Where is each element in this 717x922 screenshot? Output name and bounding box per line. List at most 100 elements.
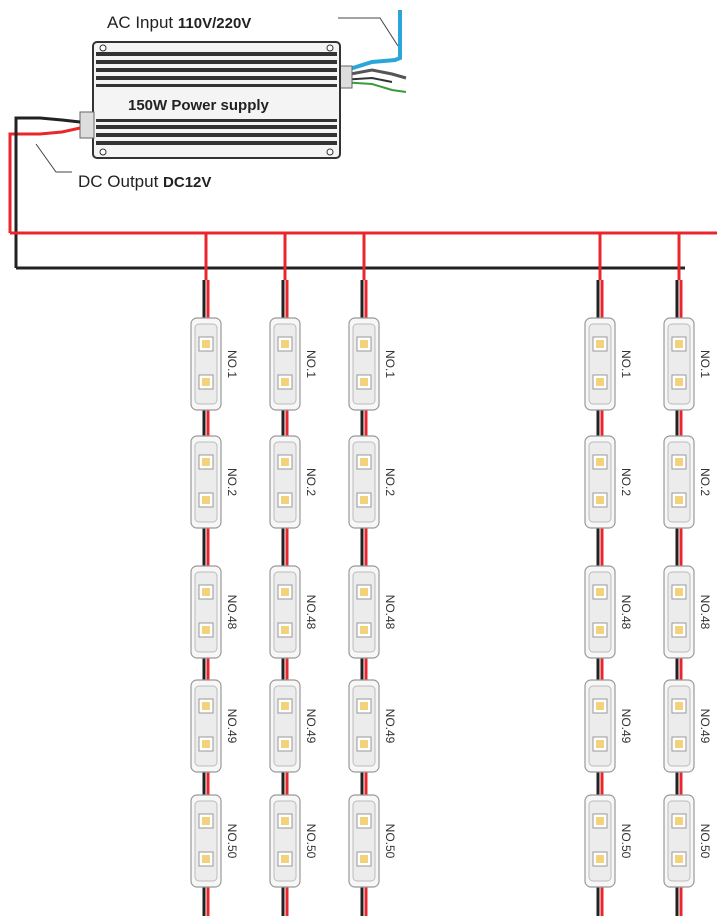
- dc-output-value: DC12V: [163, 174, 211, 191]
- led-chip-emitter: [360, 588, 368, 596]
- led-module: NO.1: [190, 317, 239, 411]
- led-chip-emitter: [281, 458, 289, 466]
- led-module: NO.2: [348, 435, 397, 529]
- led-module-number: NO.49: [383, 709, 397, 744]
- led-chip-emitter: [675, 702, 683, 710]
- led-chip-emitter: [360, 458, 368, 466]
- led-module-lens: [194, 323, 218, 405]
- ac-leader-line: [338, 17, 399, 47]
- led-module-lens: [352, 571, 376, 653]
- led-module-number: NO.1: [619, 350, 633, 378]
- led-chip-emitter: [675, 340, 683, 348]
- led-module-number: NO.2: [698, 468, 712, 496]
- led-module-number: NO.48: [304, 595, 318, 630]
- ac-input-label: AC Input: [107, 13, 173, 32]
- led-module-lens: [352, 800, 376, 882]
- led-module-number: NO.1: [383, 350, 397, 378]
- svg-text:AC Input 110V/220V: AC Input 110V/220V: [107, 13, 251, 32]
- led-chip-emitter: [596, 855, 604, 863]
- led-module-lens: [352, 685, 376, 767]
- led-module: NO.48: [190, 565, 239, 659]
- led-chip-emitter: [675, 588, 683, 596]
- dc-leader-line: [35, 143, 72, 173]
- led-chip-emitter: [360, 626, 368, 634]
- led-module-number: NO.1: [698, 350, 712, 378]
- power-supply-unit: 150W Power supply: [92, 41, 341, 159]
- led-chip-emitter: [202, 588, 210, 596]
- led-module-lens: [273, 571, 297, 653]
- ac-input-wires: [335, 10, 407, 93]
- led-chip-emitter: [360, 817, 368, 825]
- led-module: NO.48: [584, 565, 633, 659]
- dc-output-label: DC Output: [78, 172, 159, 191]
- led-module: NO.49: [190, 679, 239, 773]
- led-module-lens: [352, 323, 376, 405]
- led-module: NO.50: [584, 794, 633, 888]
- led-chip-emitter: [202, 740, 210, 748]
- led-chip-emitter: [202, 340, 210, 348]
- led-module: NO.2: [663, 435, 712, 529]
- led-module-number: NO.49: [698, 709, 712, 744]
- led-module-lens: [273, 800, 297, 882]
- led-module: NO.1: [663, 317, 712, 411]
- led-module-lens: [194, 685, 218, 767]
- led-module-number: NO.48: [619, 595, 633, 630]
- led-chip-emitter: [281, 378, 289, 386]
- led-chip-emitter: [360, 702, 368, 710]
- led-chip-emitter: [281, 588, 289, 596]
- ac-input-value: 110V/220V: [178, 15, 251, 32]
- led-module-lens: [588, 800, 612, 882]
- led-chip-emitter: [281, 340, 289, 348]
- led-module-lens: [667, 441, 691, 523]
- power-supply-label: 150W Power supply: [128, 97, 270, 114]
- led-module-number: NO.49: [619, 709, 633, 744]
- led-chip-emitter: [360, 378, 368, 386]
- led-module: NO.2: [190, 435, 239, 529]
- led-module: NO.48: [269, 565, 318, 659]
- led-module: NO.49: [348, 679, 397, 773]
- led-chip-emitter: [360, 740, 368, 748]
- led-chip-emitter: [202, 458, 210, 466]
- led-module-lens: [667, 800, 691, 882]
- led-chip-emitter: [596, 588, 604, 596]
- led-module-number: NO.2: [304, 468, 318, 496]
- led-module: NO.1: [348, 317, 397, 411]
- led-chip-emitter: [360, 496, 368, 504]
- led-module: NO.48: [348, 565, 397, 659]
- led-module-number: NO.49: [225, 709, 239, 744]
- led-module-number: NO.50: [383, 824, 397, 859]
- led-chip-emitter: [360, 855, 368, 863]
- led-chip-emitter: [281, 702, 289, 710]
- led-module-lens: [667, 685, 691, 767]
- led-chip-emitter: [596, 340, 604, 348]
- led-module: NO.50: [348, 794, 397, 888]
- led-module-lens: [588, 685, 612, 767]
- led-module-lens: [194, 800, 218, 882]
- led-module-lens: [667, 571, 691, 653]
- led-module-number: NO.49: [304, 709, 318, 744]
- led-module: NO.48: [663, 565, 712, 659]
- led-module-number: NO.50: [225, 824, 239, 859]
- led-module: NO.50: [190, 794, 239, 888]
- led-module: NO.50: [663, 794, 712, 888]
- led-chip-emitter: [596, 702, 604, 710]
- led-module-number: NO.1: [304, 350, 318, 378]
- led-chip-emitter: [281, 855, 289, 863]
- led-chip-emitter: [202, 626, 210, 634]
- led-module-lens: [588, 441, 612, 523]
- led-module-lens: [588, 323, 612, 405]
- led-module: NO.49: [663, 679, 712, 773]
- led-module-number: NO.50: [619, 824, 633, 859]
- led-module-number: NO.2: [225, 468, 239, 496]
- led-chip-emitter: [596, 496, 604, 504]
- led-chip-emitter: [596, 378, 604, 386]
- led-chip-emitter: [596, 626, 604, 634]
- led-module-number: NO.1: [225, 350, 239, 378]
- led-module: NO.1: [269, 317, 318, 411]
- led-chip-emitter: [202, 378, 210, 386]
